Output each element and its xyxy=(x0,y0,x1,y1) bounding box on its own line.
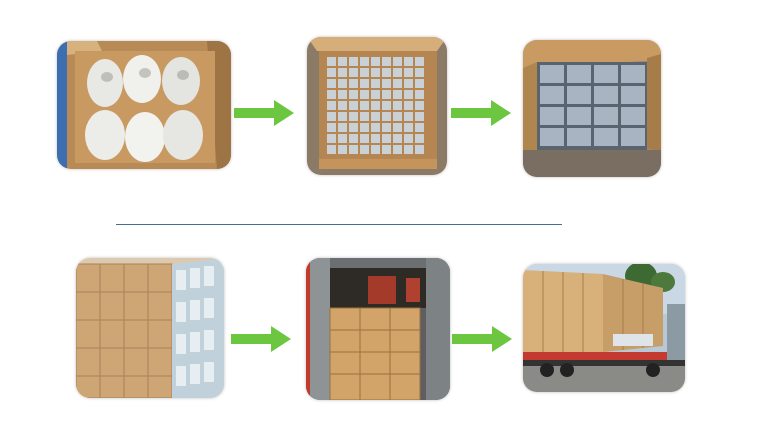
photo-cartons-loaded-in-truck xyxy=(306,258,450,400)
photo-crates-on-flatbed-trailer xyxy=(523,264,685,392)
arrow-right-icon xyxy=(234,100,294,126)
photo-boxed-units-in-carton xyxy=(523,40,661,177)
section-divider xyxy=(116,224,562,225)
arrow-right-icon xyxy=(451,100,511,126)
photo-units-in-grid-divider xyxy=(307,37,447,175)
photo-bagged-filters-in-carton xyxy=(57,41,231,169)
photo-stacked-wrapped-cartons xyxy=(76,258,224,398)
arrow-right-icon xyxy=(452,326,512,352)
arrow-right-icon xyxy=(231,326,291,352)
